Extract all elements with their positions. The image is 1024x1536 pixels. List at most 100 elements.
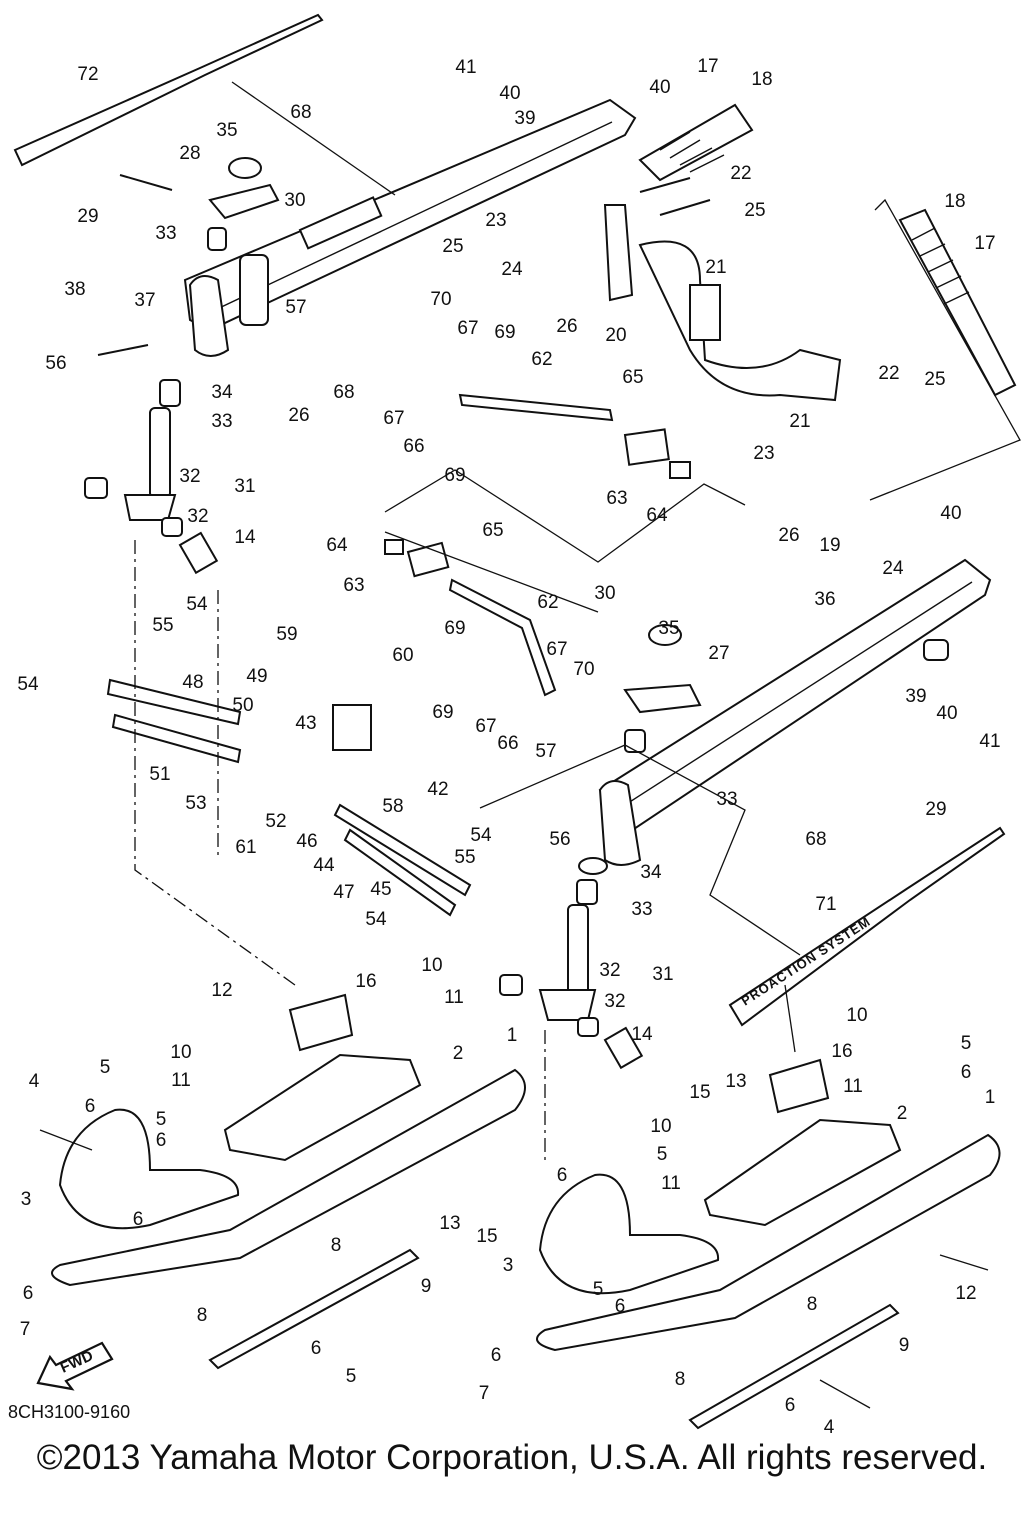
callout-55: 55 (152, 615, 173, 636)
callout-58: 58 (382, 796, 403, 817)
upper-shock-assembly (603, 103, 842, 402)
callout-16: 16 (831, 1041, 852, 1062)
forward-arrow-icon: FWD (30, 1335, 120, 1395)
callout-35: 35 (216, 120, 237, 141)
callout-44: 44 (313, 855, 335, 876)
callout-67: 67 (475, 716, 496, 737)
callout-14: 14 (234, 527, 256, 548)
callout-12: 12 (955, 1283, 976, 1304)
callout-1: 1 (985, 1087, 996, 1108)
callout-4: 4 (824, 1417, 835, 1438)
callout-22: 22 (730, 163, 751, 184)
callout-17: 17 (697, 56, 718, 77)
callout-33: 33 (631, 899, 652, 920)
callout-51: 51 (149, 764, 170, 785)
callout-63: 63 (606, 488, 627, 509)
callout-41: 41 (455, 57, 476, 78)
callout-9: 9 (421, 1276, 432, 1297)
callout-11: 11 (843, 1076, 863, 1097)
callout-54: 54 (186, 594, 208, 615)
callout-10: 10 (170, 1042, 191, 1063)
callout-67: 67 (383, 408, 404, 429)
callout-23: 23 (485, 210, 506, 231)
callout-67: 67 (546, 639, 567, 660)
callout-54: 54 (470, 825, 492, 846)
callout-35: 35 (658, 618, 679, 639)
callout-5: 5 (100, 1057, 111, 1078)
guide-lines (134, 81, 801, 1160)
callout-21: 21 (705, 257, 726, 278)
callout-18: 18 (944, 191, 965, 212)
callout-6: 6 (23, 1283, 34, 1304)
callout-63: 63 (343, 575, 364, 596)
callout-30: 30 (284, 190, 305, 211)
callout-31: 31 (234, 476, 255, 497)
callout-10: 10 (846, 1005, 867, 1026)
callout-39: 39 (514, 108, 535, 129)
callout-12: 12 (211, 980, 232, 1001)
callout-30: 30 (594, 583, 615, 604)
callout-62: 62 (537, 592, 558, 613)
callout-38: 38 (64, 279, 85, 300)
callout-25: 25 (924, 369, 945, 390)
callout-15: 15 (689, 1082, 710, 1103)
callout-50: 50 (232, 695, 253, 716)
lower-right-column (499, 857, 608, 1037)
callout-5: 5 (961, 1033, 972, 1054)
callout-6: 6 (785, 1395, 796, 1416)
callout-39: 39 (905, 686, 926, 707)
callout-54: 54 (17, 674, 39, 695)
callout-15: 15 (476, 1226, 497, 1247)
callout-69: 69 (494, 322, 515, 343)
callout-55: 55 (454, 847, 475, 868)
callout-5: 5 (156, 1109, 167, 1130)
callout-16: 16 (355, 971, 376, 992)
callout-3: 3 (21, 1189, 32, 1210)
callout-3: 3 (503, 1255, 514, 1276)
callout-33: 33 (155, 223, 176, 244)
callout-40: 40 (649, 77, 670, 98)
upper-left-assembly (84, 98, 637, 537)
callout-70: 70 (573, 659, 594, 680)
callout-10: 10 (650, 1116, 671, 1137)
callout-8: 8 (331, 1235, 342, 1256)
callout-20: 20 (605, 325, 626, 346)
callout-14: 14 (631, 1024, 653, 1045)
callout-49: 49 (246, 666, 267, 687)
callout-6: 6 (557, 1165, 568, 1186)
callout-6: 6 (133, 1209, 144, 1230)
callout-24: 24 (501, 259, 523, 280)
callout-45: 45 (370, 879, 391, 900)
callout-66: 66 (403, 436, 424, 457)
callout-34: 34 (211, 382, 233, 403)
callout-6: 6 (156, 1130, 167, 1151)
callout-13: 13 (725, 1071, 746, 1092)
callout-37: 37 (134, 290, 155, 311)
callout-53: 53 (185, 793, 206, 814)
callout-40: 40 (499, 83, 520, 104)
drawing-code: 8CH3100-9160 (8, 1402, 131, 1422)
callout-42: 42 (427, 779, 448, 800)
callout-7: 7 (479, 1383, 490, 1404)
callout-11: 11 (661, 1173, 681, 1194)
callout-17: 17 (974, 233, 995, 254)
callout-43: 43 (295, 713, 316, 734)
callout-2: 2 (453, 1043, 464, 1064)
callout-26: 26 (556, 316, 577, 337)
decal-71 (728, 826, 1006, 1027)
callout-8: 8 (197, 1305, 208, 1326)
callout-54: 54 (365, 909, 387, 930)
callout-71: 71 (815, 894, 836, 915)
callout-64: 64 (326, 535, 348, 556)
callout-52: 52 (265, 811, 286, 832)
callout-68: 68 (290, 102, 311, 123)
callout-28: 28 (179, 143, 200, 164)
callout-40: 40 (940, 503, 961, 524)
callout-33: 33 (716, 789, 737, 810)
callout-7: 7 (20, 1319, 31, 1340)
callout-59: 59 (276, 624, 297, 645)
callout-69: 69 (444, 618, 465, 639)
callout-6: 6 (615, 1296, 626, 1317)
callout-18: 18 (751, 69, 772, 90)
callout-60: 60 (392, 645, 413, 666)
